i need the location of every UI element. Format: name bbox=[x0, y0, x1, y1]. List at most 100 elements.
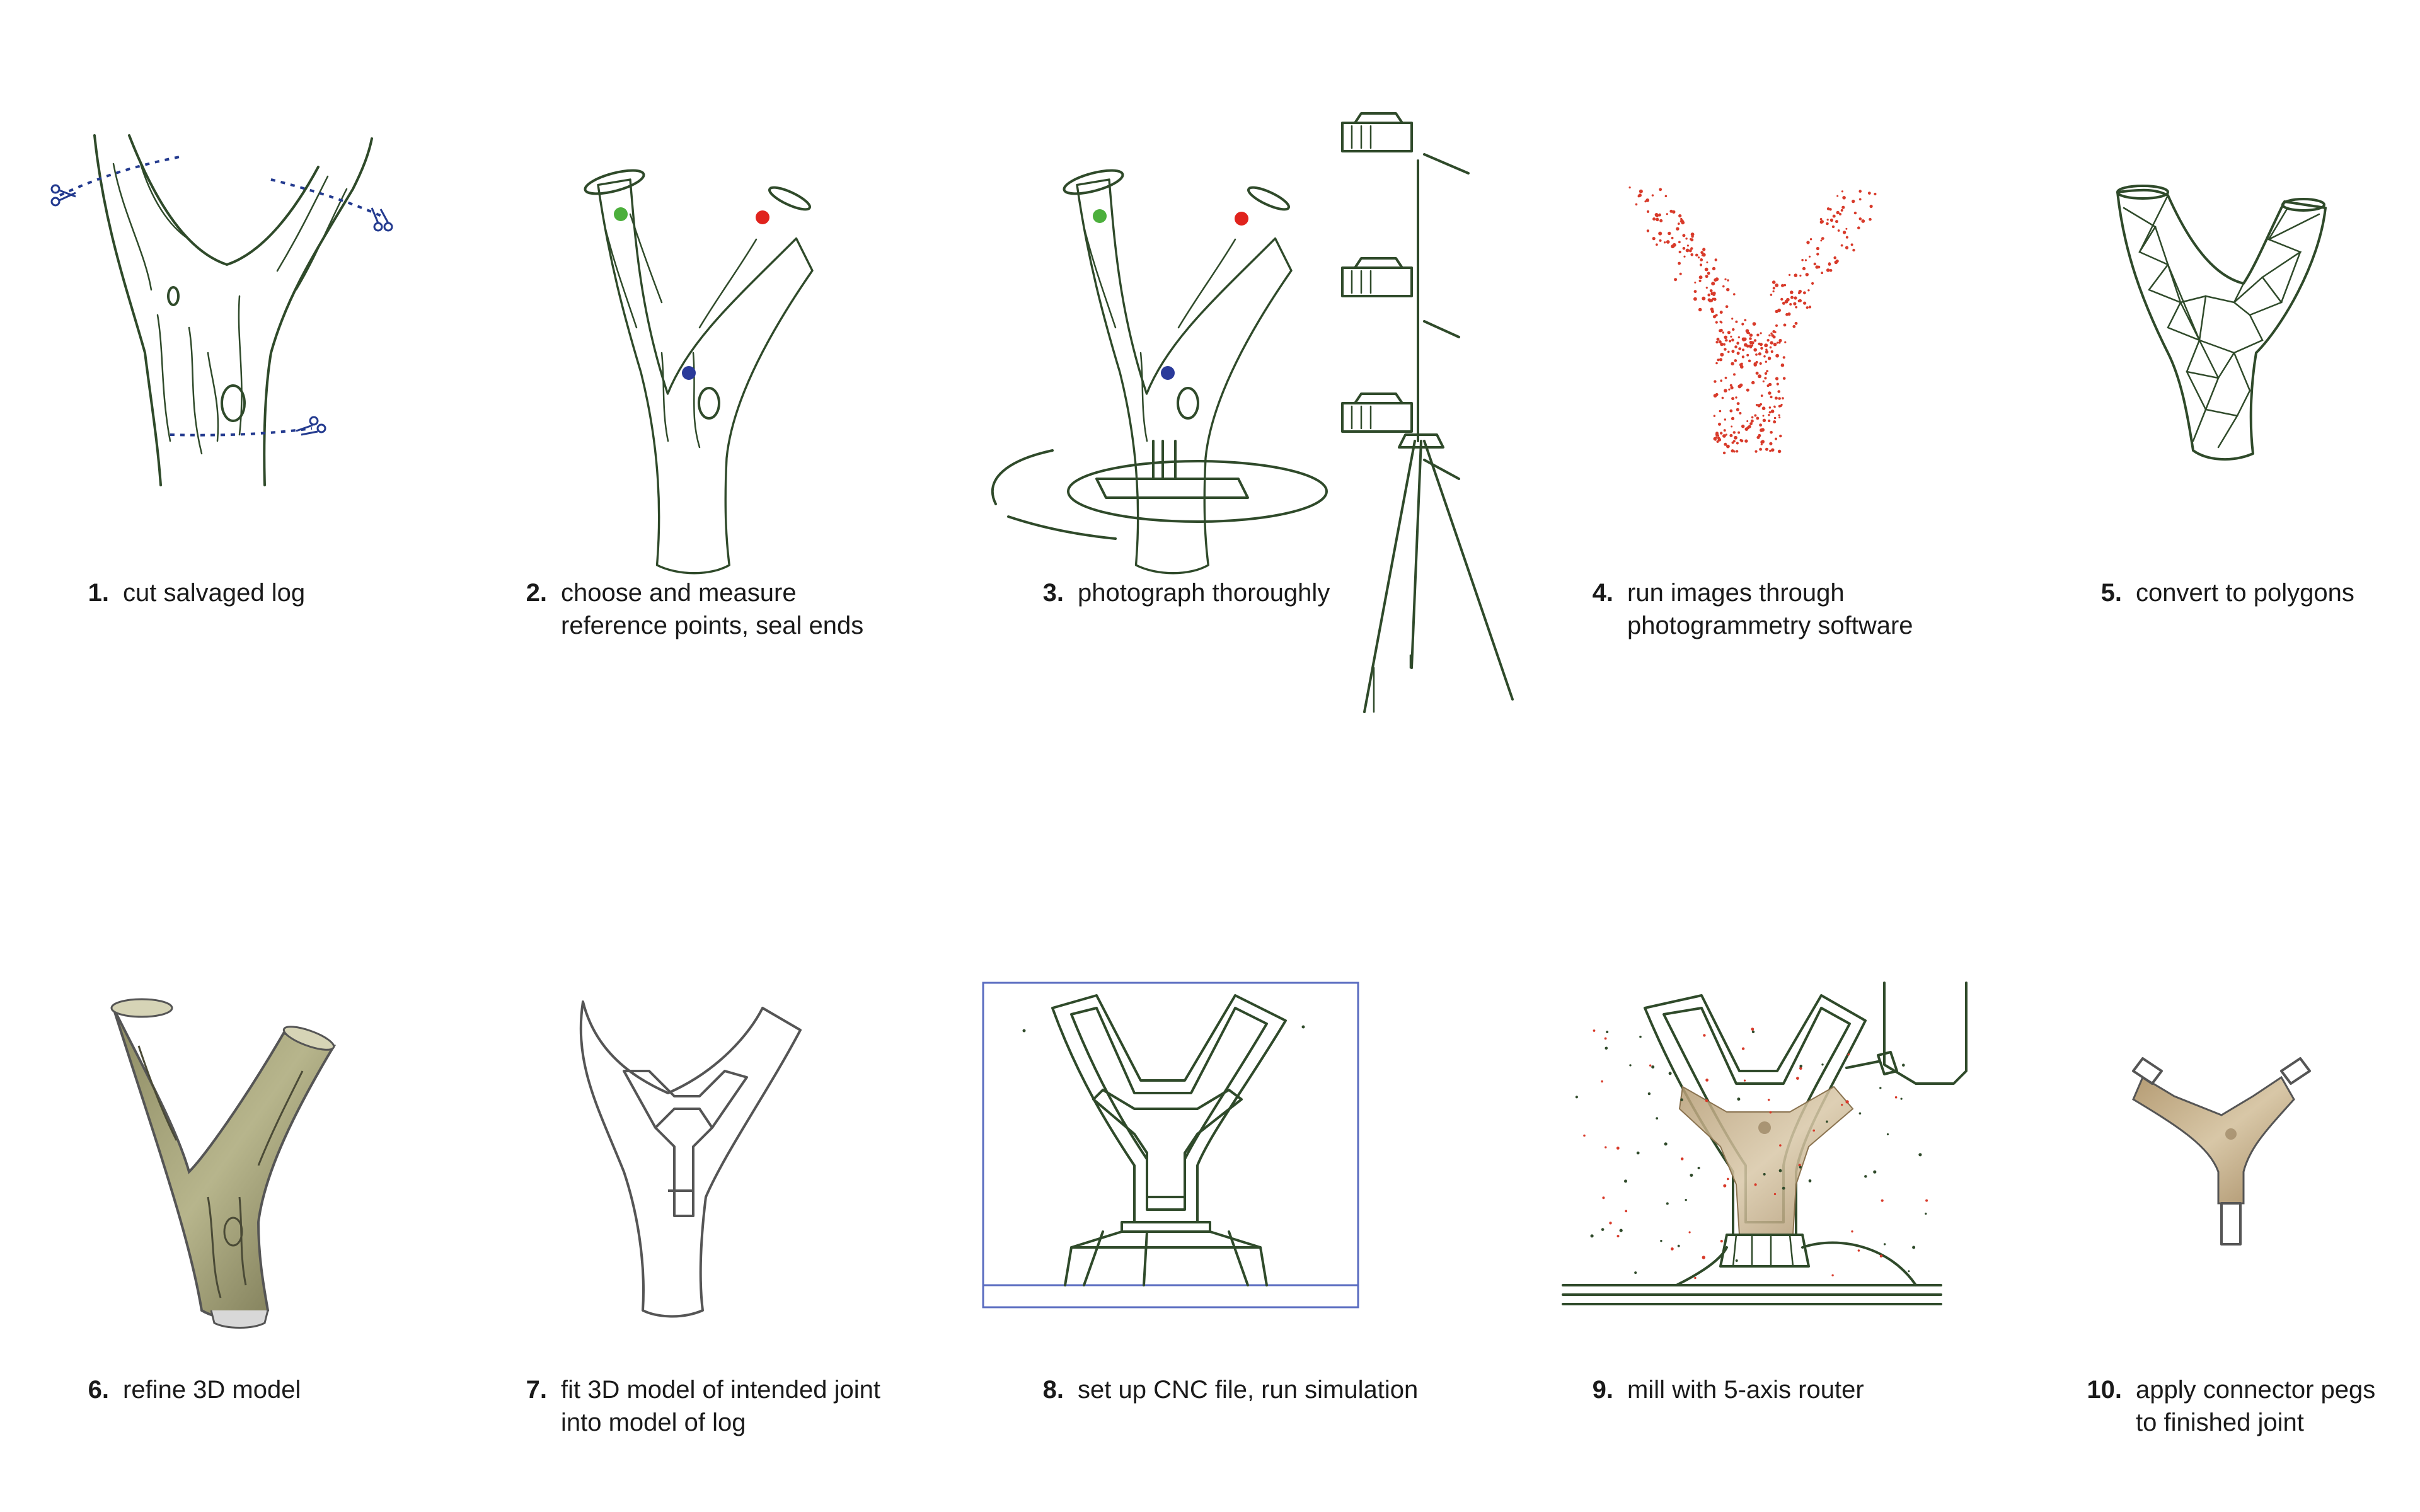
point-cloud-dot bbox=[1776, 382, 1779, 386]
dust-particle bbox=[1767, 1099, 1770, 1101]
point-cloud-dot bbox=[1764, 377, 1767, 380]
scissors-icon bbox=[50, 184, 393, 436]
point-cloud-dot bbox=[1685, 248, 1690, 253]
point-cloud-dot bbox=[1694, 282, 1697, 284]
point-cloud-dot bbox=[1715, 277, 1719, 282]
point-cloud-dot bbox=[1651, 194, 1654, 197]
point-cloud-dot bbox=[1749, 345, 1753, 348]
dust-particle bbox=[1634, 1271, 1637, 1274]
dust-particle bbox=[1881, 1199, 1884, 1202]
step-number: 9. bbox=[1592, 1376, 1613, 1404]
point-cloud-dot bbox=[1853, 211, 1857, 215]
point-cloud-dot bbox=[1697, 256, 1700, 259]
point-cloud-dot bbox=[1768, 406, 1772, 409]
point-cloud-dot bbox=[1700, 251, 1704, 255]
point-cloud-dot bbox=[1727, 331, 1731, 335]
point-cloud-dot bbox=[1789, 273, 1791, 276]
dust-particle bbox=[1636, 1151, 1640, 1155]
point-cloud-dot bbox=[1736, 408, 1739, 411]
dust-particle bbox=[1703, 1034, 1706, 1037]
point-cloud-dot bbox=[1778, 404, 1781, 408]
point-cloud-dot bbox=[1774, 331, 1777, 333]
point-cloud-dot bbox=[1705, 287, 1708, 289]
point-cloud-dot bbox=[1765, 350, 1769, 354]
dust-particle bbox=[1660, 1240, 1662, 1242]
dust-particle bbox=[1702, 1256, 1705, 1259]
point-cloud-dot bbox=[1734, 435, 1737, 440]
point-cloud-dot bbox=[1715, 436, 1718, 438]
dust-particle bbox=[1751, 1030, 1755, 1034]
point-cloud-dot bbox=[1733, 293, 1736, 295]
point-cloud-dot bbox=[1761, 406, 1766, 410]
point-cloud-dot bbox=[1666, 240, 1670, 244]
dust-particle bbox=[1605, 1046, 1608, 1050]
point-cloud-dot bbox=[1656, 243, 1658, 246]
point-cloud-dot bbox=[1722, 331, 1724, 334]
polygon-mesh-step-5 bbox=[2116, 185, 2327, 461]
dust-particle bbox=[1649, 1064, 1652, 1067]
point-cloud-dot bbox=[1802, 266, 1806, 270]
milling-step-9 bbox=[1562, 982, 1968, 1305]
point-cloud-dot bbox=[1724, 348, 1727, 351]
point-cloud-dot bbox=[1850, 243, 1853, 246]
point-cloud-dot bbox=[1874, 192, 1877, 196]
point-cloud-dot bbox=[1778, 416, 1781, 419]
point-cloud-dot bbox=[1678, 214, 1682, 218]
point-cloud-dot bbox=[1743, 337, 1747, 341]
point-cloud-dot bbox=[1671, 244, 1675, 249]
point-cloud-dot bbox=[1773, 420, 1777, 424]
point-cloud-dot bbox=[1717, 437, 1720, 440]
step-label-line: convert to polygons bbox=[2136, 579, 2354, 607]
point-cloud-dot bbox=[1699, 263, 1703, 266]
point-cloud-dot bbox=[1807, 289, 1810, 292]
point-cloud-dot bbox=[1752, 322, 1756, 326]
point-cloud-dot bbox=[1732, 328, 1735, 331]
dust-particle bbox=[1741, 1047, 1745, 1050]
step-label-line: apply connector pegs bbox=[2136, 1376, 2376, 1404]
point-cloud-dot bbox=[1720, 379, 1722, 382]
step-label-line: to finished joint bbox=[2136, 1409, 2304, 1436]
point-cloud-dot bbox=[1724, 442, 1727, 446]
point-cloud-dot bbox=[1724, 418, 1726, 421]
dust-particle bbox=[1873, 1170, 1877, 1174]
point-cloud-dot bbox=[1767, 357, 1772, 360]
step-9-caption: 9. mill with 5-axis router bbox=[1579, 1373, 1864, 1406]
point-cloud-dot bbox=[1861, 219, 1865, 223]
simulation-frame bbox=[982, 982, 1359, 1309]
dust-particle bbox=[1601, 1228, 1605, 1231]
point-cloud-dot bbox=[1674, 278, 1678, 282]
point-cloud-dot bbox=[1701, 254, 1703, 256]
point-cloud-dot bbox=[1730, 386, 1734, 390]
point-cloud-dot bbox=[1682, 246, 1686, 250]
step-label-line: photogrammetry software bbox=[1627, 612, 1913, 639]
point-cloud-dot bbox=[1659, 239, 1662, 242]
point-cloud-dot bbox=[1768, 414, 1770, 416]
dust-particle bbox=[1821, 1063, 1824, 1066]
point-cloud-dot bbox=[1785, 312, 1789, 316]
step-label-line: fit 3D model of intended joint bbox=[561, 1376, 880, 1404]
point-cloud-dot bbox=[1826, 222, 1829, 226]
dust-particle bbox=[1735, 1259, 1738, 1262]
point-cloud-dot bbox=[1820, 239, 1823, 242]
log-illustration-step-2 bbox=[584, 169, 814, 575]
point-cloud-dot bbox=[1805, 273, 1809, 277]
dust-particle bbox=[1606, 1031, 1609, 1033]
dust-particle bbox=[1782, 1186, 1785, 1190]
dust-particle bbox=[1902, 1063, 1905, 1067]
point-cloud-dot bbox=[1736, 341, 1739, 345]
point-cloud-step-4 bbox=[1628, 186, 1877, 455]
dust-particle bbox=[1845, 1100, 1849, 1104]
point-cloud-dot bbox=[1693, 297, 1697, 301]
point-cloud-dot bbox=[1770, 410, 1775, 413]
finished-joint-step-10 bbox=[2132, 1057, 2311, 1246]
point-cloud-dot bbox=[1749, 337, 1752, 340]
point-cloud-dot bbox=[1776, 341, 1779, 344]
point-cloud-dot bbox=[1845, 236, 1848, 239]
point-cloud-dot bbox=[1715, 362, 1718, 365]
camera-icon bbox=[1341, 392, 1460, 480]
point-cloud-dot bbox=[1751, 381, 1755, 385]
step-number: 2. bbox=[526, 579, 547, 607]
dust-particle bbox=[1680, 1157, 1684, 1160]
step-number: 5. bbox=[2100, 579, 2122, 607]
